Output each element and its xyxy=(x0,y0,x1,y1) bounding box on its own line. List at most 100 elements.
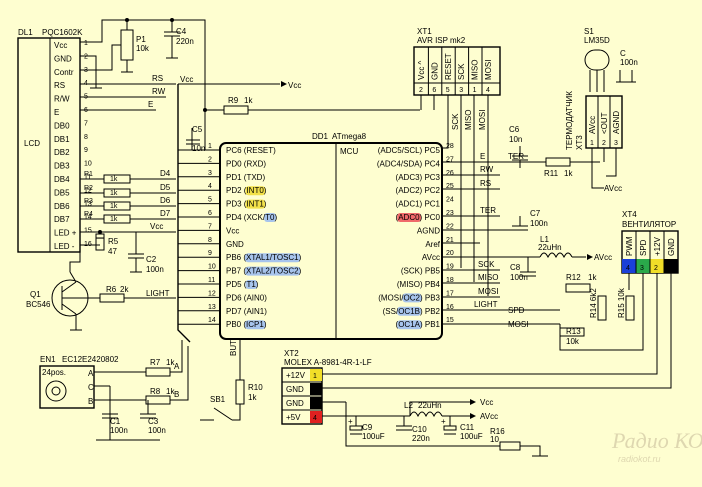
l1-ref: L1 xyxy=(540,235,549,244)
control-lines: RS RW E Vcc Vcc xyxy=(80,70,301,111)
backlight-section: Vcc R5 47 R6 2k LIGHT Q1 BC546 xyxy=(26,222,176,331)
mcu-pin-label: Vcc xyxy=(226,226,239,235)
c8-ref: C8 xyxy=(510,263,521,272)
c9-plus: + xyxy=(348,417,353,426)
lcd-pin-number: 10 xyxy=(84,161,92,168)
pin-highlight-box xyxy=(397,320,422,330)
encoder-pos: 24pos. xyxy=(42,368,66,377)
mcu-label: MCU xyxy=(340,147,358,156)
pin-highlight-box xyxy=(245,280,258,289)
sensor-title: ТЕРМОДАТЧИК xyxy=(565,91,574,150)
isp-ref: XT1 xyxy=(417,27,432,36)
mcu-pin-label: (ADC2) PC2 xyxy=(396,186,441,195)
net-rs-mcu: RS xyxy=(480,179,491,188)
q1-ref: Q1 xyxy=(30,290,41,299)
c11-plus: + xyxy=(441,417,446,426)
net-d5-lcd: D5 xyxy=(160,183,171,192)
molex-pin-color xyxy=(310,411,322,423)
mcu-right-signals: E TER RW RS TER R11 1k SCK MISO MOSI LIG… xyxy=(442,152,600,329)
c9-value: 100uF xyxy=(362,432,385,441)
c4-value: 220n xyxy=(176,37,194,46)
lcd-pin-number: 11 xyxy=(84,174,91,181)
l2-value: 22uHn xyxy=(418,401,442,410)
lcd-pin-name: DB1 xyxy=(54,135,70,144)
r13-ref: R13 xyxy=(566,327,581,336)
fan-pin-number: 3 xyxy=(640,265,644,272)
mcu-ref: DD1 xyxy=(312,132,329,141)
mcu-pin-label: (ADC0) PC0 xyxy=(396,213,441,222)
net-rs: RS xyxy=(152,74,163,83)
c1-ref: C1 xyxy=(110,417,121,426)
temperature-sensor: S1 LM35D C 100n ТЕРМОДАТЧИК XT3 AVcc1<OU… xyxy=(565,27,638,193)
mcu-pin-number: 11 xyxy=(208,277,215,284)
net-mosi-pwm: MOSI xyxy=(508,320,528,329)
net-e-mcu: E xyxy=(480,152,485,161)
mcu-pin-label: PD6 (AIN0) xyxy=(226,293,267,302)
net-rw-mcu: RW xyxy=(480,165,494,174)
l1-value: 22uHn xyxy=(538,243,562,252)
mcu-pin-label: PD2 (INT0) xyxy=(226,186,267,195)
r10-value: 1k xyxy=(248,393,257,402)
sb1-ref: SB1 xyxy=(210,395,226,404)
net-avcc-l2: AVcc xyxy=(480,412,498,421)
mcu-pin-label: PD7 (AIN1) xyxy=(226,307,267,316)
pin-highlight-box xyxy=(264,213,277,222)
net-vcc-l2: Vcc xyxy=(480,398,493,407)
mcu-pin-label: PD1 (TXD) xyxy=(226,173,265,182)
molex-pin-number: 2 xyxy=(313,387,317,394)
encoder-ref: EN1 xyxy=(40,355,56,364)
cs-ref: C xyxy=(620,49,626,58)
r7-ref: R7 xyxy=(150,358,161,367)
c6-ref: C6 xyxy=(509,125,520,134)
button-section: BUT R10 1k SB1 xyxy=(200,340,263,421)
p1-ref: P1 xyxy=(136,35,146,44)
mcu-pin-highlight: T0 xyxy=(265,213,275,222)
c7-ref: C7 xyxy=(530,209,541,218)
r7-value: 1k xyxy=(166,358,175,367)
r1-ref: R1 xyxy=(84,171,93,178)
fan-pin-name: SPD xyxy=(639,239,648,256)
mcu-pin-number: 10 xyxy=(208,264,216,271)
mcu-pin-label: (MOSI/OC2) PB3 xyxy=(378,293,440,302)
molex-pin-color xyxy=(310,397,322,409)
fan-title: ВЕНТИЛЯТОР xyxy=(622,220,676,229)
mcu-pin-number: 14 xyxy=(208,317,216,324)
molex-pin-color xyxy=(310,369,322,381)
mcu-pin-number: 20 xyxy=(446,250,454,257)
net-vcc-top: Vcc xyxy=(180,75,193,84)
isp-model: AVR ISP mk2 xyxy=(417,36,466,45)
fan-pin-color xyxy=(650,259,664,273)
fan-pin-number: 4 xyxy=(626,265,630,272)
mcu-pin-label: PB6 (XTAL1/TOSC1) xyxy=(226,253,302,262)
r2-value: 1k xyxy=(110,190,118,197)
watermark-main: Радио КОТ xyxy=(611,428,702,453)
net-b-encoder: B xyxy=(174,390,179,399)
p1-value: 10k xyxy=(136,44,150,53)
mcu-pin-number: 24 xyxy=(446,197,454,204)
isp-pin-name: MOSI xyxy=(484,60,493,80)
sensor-pin-number: 1 xyxy=(590,140,594,147)
c2-value: 100n xyxy=(146,265,164,274)
net-rw: RW xyxy=(152,87,166,96)
encoder-model: EC12E2420802 xyxy=(62,355,119,364)
r16-value: 10 xyxy=(490,435,499,444)
rotary-encoder: EN1 EC12E2420802 24pos. A C B R7 1k R8 1… xyxy=(39,340,189,441)
net-miso-mcu: MISO xyxy=(478,273,498,282)
isp-miso-label: MISO xyxy=(464,110,473,130)
mcu-pin-number: 22 xyxy=(446,223,454,230)
pin-highlight-box xyxy=(245,320,266,330)
r9-value: 1k xyxy=(244,96,253,105)
lcd-pin-number: 7 xyxy=(84,120,88,127)
mcu-pin-label: AVcc xyxy=(422,253,440,262)
mcu-pin-label: (ADC3) PC3 xyxy=(396,173,441,182)
mcu-pin-highlight: OC2 xyxy=(404,293,421,302)
analog-supply: C7 100n L1 22uHn AVcc C8 100n xyxy=(442,209,612,282)
net-vcc-arrow: Vcc xyxy=(288,81,301,90)
q1-model: BC546 xyxy=(26,300,51,309)
isp-mosi-label: MOSI xyxy=(478,110,487,130)
encoder-pin-a: A xyxy=(88,369,94,378)
mcu-model: ATmega8 xyxy=(332,132,367,141)
